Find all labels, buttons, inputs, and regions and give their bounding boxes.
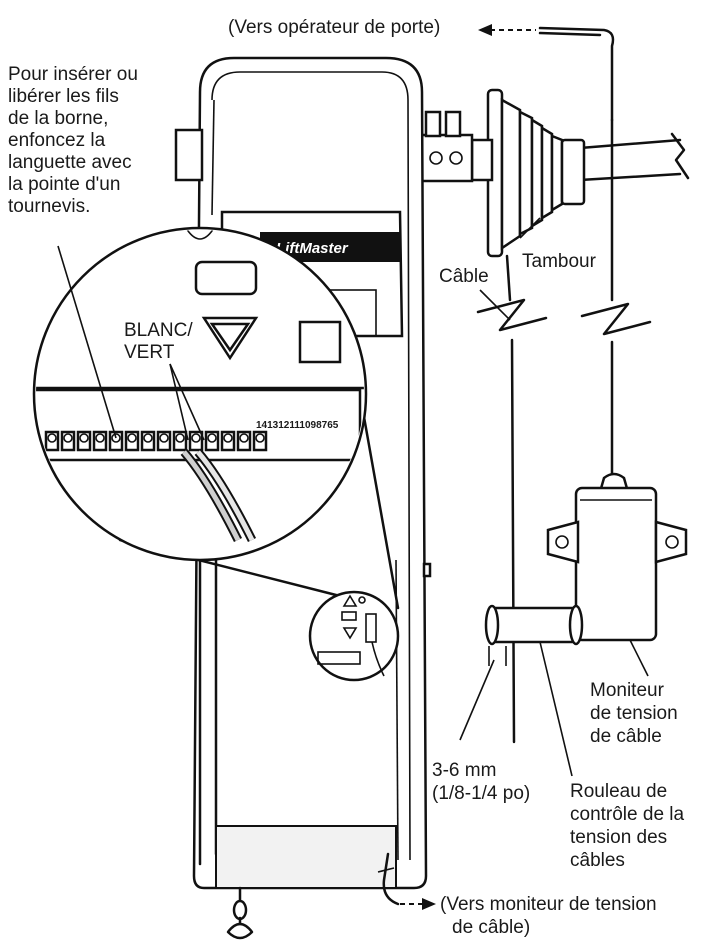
instructions-line-4: enfoncez la <box>8 130 106 151</box>
instructions-line-2: libérer les fils <box>8 86 119 107</box>
label-cable: Câble <box>439 266 489 287</box>
instructions-line-6: la pointe d'un <box>8 174 120 195</box>
label-gap-2: (1/8-1/4 po) <box>432 783 530 804</box>
label-tension-monitor-3: de câble <box>590 726 662 747</box>
instructions-line-7: tournevis. <box>8 196 90 217</box>
tension-monitor <box>546 472 688 642</box>
terminal-numbers: 141312111098765 <box>256 420 339 431</box>
arrow-to-monitor <box>400 898 436 910</box>
label-roller-4: câbles <box>570 850 625 871</box>
drum <box>470 88 586 258</box>
label-tension-monitor-2: de tension <box>590 703 678 724</box>
instructions-line-3: de la borne, <box>8 108 108 129</box>
tension-roller <box>484 604 584 646</box>
terminal-block <box>44 430 268 452</box>
arrow-to-operator <box>478 24 536 36</box>
instructions-line-5: languette avec <box>8 152 132 173</box>
mounting-bracket <box>420 110 474 183</box>
label-roller-3: tension des <box>570 827 667 848</box>
monitor-wire <box>382 852 400 906</box>
brand-logo: LiftMaster <box>276 240 349 257</box>
label-to-operator: (Vers opérateur de porte) <box>228 17 440 38</box>
label-tension-monitor-1: Moniteur <box>590 680 665 701</box>
cables <box>476 118 652 744</box>
magnified-terminal-view: 141312111098765 <box>32 226 400 610</box>
label-to-monitor-2: de câble) <box>452 917 530 938</box>
bottom-hook <box>226 886 254 940</box>
inset-reference-circle <box>308 590 400 682</box>
operator-wire <box>538 26 615 122</box>
label-drum: Tambour <box>522 251 597 272</box>
label-wire-color-2: VERT <box>124 342 175 363</box>
label-roller-2: contrôle de la <box>570 804 685 825</box>
label-gap-1: 3-6 mm <box>432 760 496 781</box>
shaft <box>578 132 690 182</box>
label-roller-1: Rouleau de <box>570 781 667 802</box>
label-wire-color-1: BLANC/ <box>124 320 193 341</box>
label-to-monitor-1: (Vers moniteur de tension <box>440 894 657 915</box>
gap-dimension <box>459 639 649 777</box>
instructions-line-1: Pour insérer ou <box>8 64 138 85</box>
